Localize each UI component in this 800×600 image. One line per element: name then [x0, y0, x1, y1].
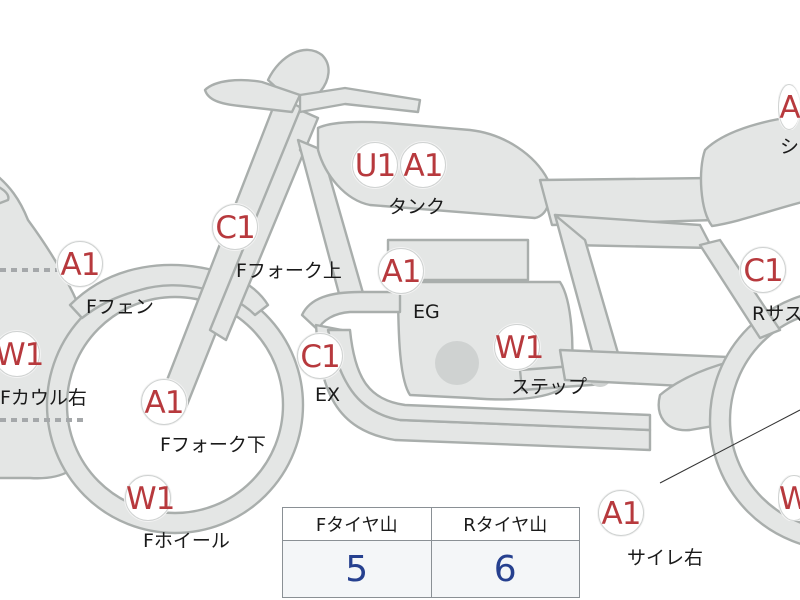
part-label-tank: タンク — [388, 196, 446, 218]
ex-badge[interactable]: C1 — [297, 333, 343, 379]
code-circle: A1 — [598, 490, 644, 536]
rear-tire-value[interactable]: 6 — [430, 540, 580, 598]
rear-suspension-shape — [698, 238, 782, 340]
code-circle: C1 — [212, 204, 258, 250]
code-circle: A1 — [57, 241, 103, 287]
f-cowl-right-badge[interactable]: W1 — [0, 331, 44, 377]
tire-tread-table: Fタイヤ山 Rタイヤ山 5 6 — [282, 507, 580, 598]
f-fender-badge[interactable]: A1 — [57, 241, 103, 287]
front-tire-header: Fタイヤ山 — [282, 507, 432, 541]
front-cowl-nose — [0, 186, 10, 205]
part-label-silencer-right: サイレ右 — [627, 547, 704, 569]
part-label-f-wheel: Fホイール — [143, 530, 230, 552]
exhaust-upper-shape — [300, 290, 402, 332]
handlebar-grip — [298, 86, 422, 114]
exhaust-inner — [326, 328, 652, 432]
code-circle: W1 — [494, 324, 544, 370]
part-label-f-cowl-right: Fカウル右 — [0, 387, 87, 409]
front-tire-value[interactable]: 5 — [282, 540, 432, 598]
r-suspension-badge[interactable]: C1 — [740, 247, 786, 293]
part-label-ex: EX — [315, 384, 341, 406]
front-fork-rear — [208, 108, 320, 342]
code-circle: A — [778, 84, 800, 130]
part-label-f-fender: Fフェン — [86, 296, 154, 318]
code-circle: A1 — [378, 248, 424, 294]
silencer-leader-line — [659, 409, 800, 484]
code-circle: C1 — [297, 333, 343, 379]
tire-table-value-row: 5 6 — [282, 540, 580, 598]
handlebar-shape — [203, 78, 302, 114]
code-circle: C1 — [740, 247, 786, 293]
part-label-eg: EG — [413, 301, 440, 323]
part-label-f-fork-lower: Fフォーク下 — [160, 434, 266, 456]
code-circle: W1 — [0, 331, 44, 377]
code-circle: W — [778, 475, 800, 521]
r-wheel-badge[interactable]: W — [778, 475, 800, 521]
part-label-f-fork-upper: Fフォーク上 — [236, 260, 342, 282]
f-fork-lower-badge[interactable]: A1 — [141, 379, 187, 425]
code-circle: A1 — [400, 142, 446, 188]
f-wheel-badge[interactable]: W1 — [125, 475, 175, 521]
code-circle: A1 — [141, 379, 187, 425]
f-fork-upper-badge[interactable]: C1 — [212, 204, 258, 250]
code-circle: W1 — [125, 475, 175, 521]
tail-shape — [699, 114, 800, 228]
part-label-seat: シ — [780, 136, 800, 158]
tank-badge[interactable]: U1 A1 — [352, 142, 446, 188]
silencer-right-badge[interactable]: A1 — [598, 490, 644, 536]
windscreen-shape — [266, 48, 330, 102]
part-label-step: ステップ — [511, 376, 588, 398]
step-badge[interactable]: W1 — [494, 324, 544, 370]
rear-tire-header: Rタイヤ山 — [430, 507, 580, 541]
part-label-r-suspension: Rサス — [752, 303, 800, 325]
engine-cover — [435, 341, 479, 385]
tire-table-header-row: Fタイヤ山 Rタイヤ山 — [282, 507, 580, 541]
eg-badge[interactable]: A1 — [378, 248, 424, 294]
seat-badge[interactable]: A — [778, 84, 800, 130]
rear-wheel-hole — [728, 316, 800, 524]
code-circle: U1 — [352, 142, 398, 188]
